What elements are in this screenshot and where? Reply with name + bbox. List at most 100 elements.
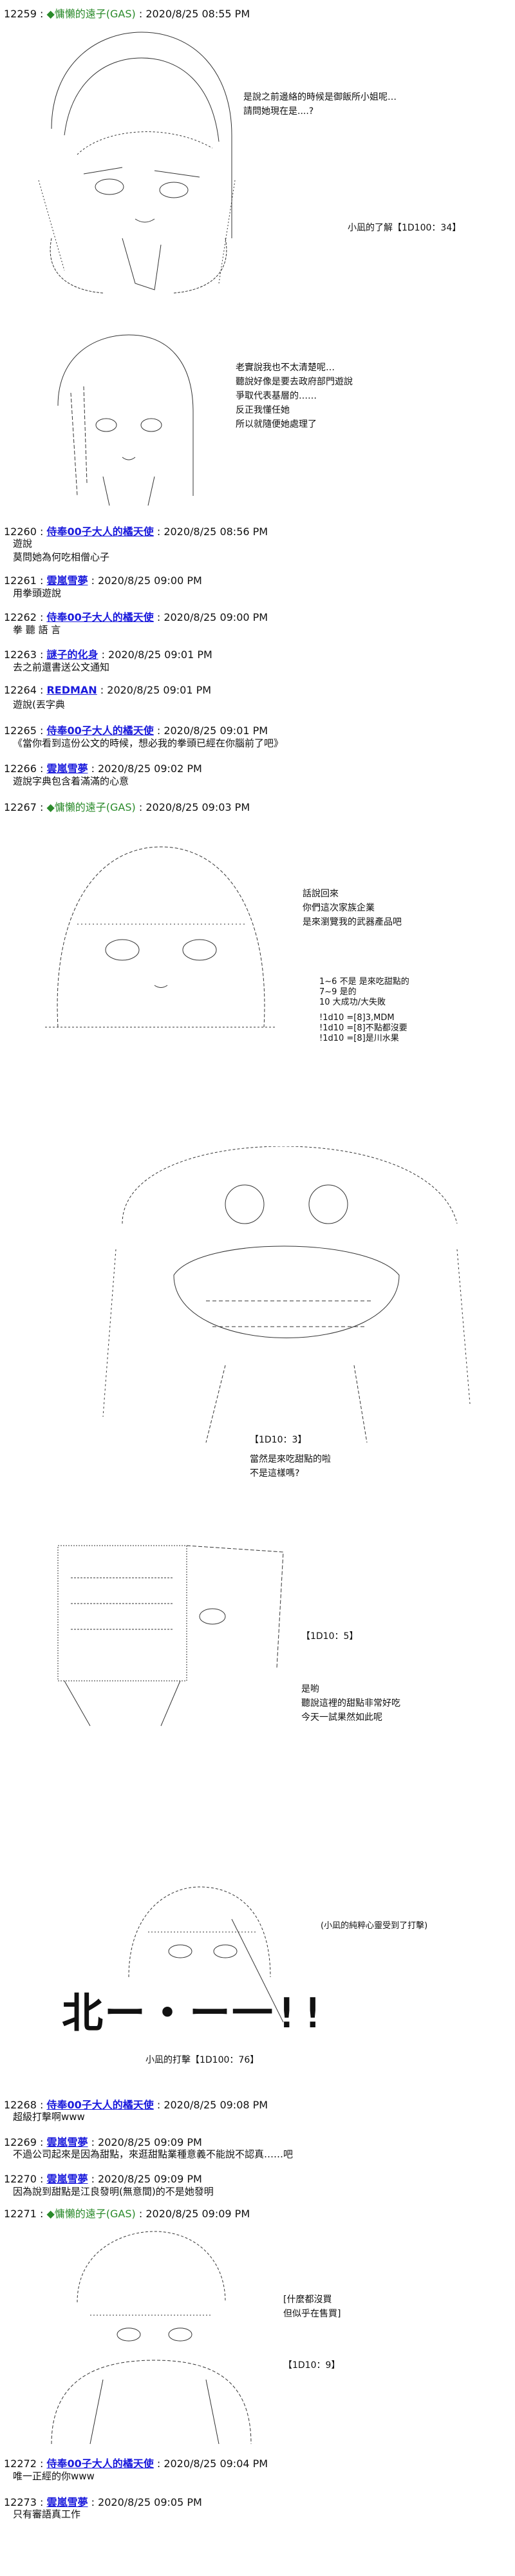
dice-options: 1~6 不是 是來吃甜點的 7~9 是的 10 大成功/大失敗 !1d10 =[… (319, 977, 409, 1044)
dialogue-block: 話說回來 你們這次家族企業 是來瀏覽我的武器產品吧 (303, 887, 402, 929)
dialogue-line: 反正我懂任她 (236, 405, 290, 415)
post-date: 2020/8/25 08:56 PM (164, 526, 268, 538)
post-text: 遊說字典包含着滿滿的心意 (13, 775, 129, 787)
dialogue-block: 【1D10：3】 當然是來吃甜點的啦 不是這樣嗎? (250, 1433, 331, 1481)
dialogue-line: 老實說我也不太清楚呢… (236, 363, 335, 373)
dice-result: 【1D10：9】 (283, 2360, 341, 2371)
dialogue-line: 爭取代表基層的…… (236, 391, 317, 401)
post-number: 12273 (4, 2496, 37, 2508)
post-header: 12266 : 雲嵐雪夢 : 2020/8/25 09:02 PM (4, 762, 202, 775)
post-header: 12261 : 雲嵐雪夢 : 2020/8/25 09:00 PM (4, 574, 202, 587)
post-header: 12263 : 謎子的化身 : 2020/8/25 09:01 PM (4, 649, 212, 661)
dialogue-line: 今天一試果然如此呢 (301, 1712, 382, 1723)
ascii-art-girl-2 (39, 328, 206, 509)
post-body: 遊說(丟字典 (13, 697, 65, 711)
post-header: 12272 : 侍奉00子大人的橘天使 : 2020/8/25 09:04 PM (4, 2458, 268, 2470)
dice-roll: !1d10 =[8]是川水果 (319, 1034, 399, 1043)
post-text: 用拳頭遊說 (13, 587, 62, 599)
dialogue-line: 話說回來 (303, 889, 339, 899)
dialogue-line: 所以就隨便她處理了 (236, 419, 317, 430)
poster-name[interactable]: 侍奉00子大人的橘天使 (46, 2458, 154, 2470)
post-header: 12273 : 雲嵐雪夢 : 2020/8/25 09:05 PM (4, 2496, 202, 2508)
post-number: 12270 (4, 2173, 37, 2185)
post-body: 去之前還書送公文通知 (13, 660, 109, 674)
ascii-art-girl-5 (109, 1880, 290, 2029)
poster-name[interactable]: 慵懶的遠子(GAS) (54, 8, 136, 20)
post-number: 12259 (4, 8, 37, 20)
post-number: 12262 (4, 611, 37, 623)
ascii-art-girl-6 (26, 2225, 264, 2450)
post-date: 2020/8/25 09:01 PM (164, 724, 268, 737)
post-text: 只有審語真工作 (13, 2508, 81, 2520)
post-text: 遊說 (13, 538, 33, 549)
post-date: 2020/8/25 09:01 PM (108, 649, 212, 661)
dice-option: 10 大成功/大失敗 (319, 998, 386, 1007)
post-number: 12260 (4, 526, 37, 538)
post-header: 12270 : 雲嵐雪夢 : 2020/8/25 09:09 PM (4, 2173, 202, 2185)
poster-name[interactable]: 慵懶的遠子(GAS) (54, 801, 136, 813)
post-text: 遊說(丟字典 (13, 699, 65, 710)
dice-roll-caption: 小凪的了解【1D100：34】 (348, 221, 461, 235)
poster-name[interactable]: 侍奉00子大人的橘天使 (46, 611, 154, 623)
post-number: 12264 (4, 684, 37, 696)
dialogue-block: [什麼都沒買 但似乎在售買] 【1D10：9】 (283, 2293, 341, 2372)
ascii-art-girl-3 (32, 834, 290, 1040)
dialogue-line: 聽說這裡的甜點非常好吃 (301, 1698, 400, 1709)
post-date: 2020/8/25 09:09 PM (98, 2136, 202, 2148)
post-body: 唯一正經的你www (13, 2469, 95, 2483)
post-number: 12272 (4, 2458, 37, 2470)
post-body: 不過公司起來是因為甜點，來逛甜點業種意義不能說不認真……吧 (13, 2147, 293, 2161)
post-header: 12271 : ◆慵懶的遠子(GAS) : 2020/8/25 09:09 PM (4, 2208, 250, 2220)
post-header: 12262 : 侍奉00子大人的橘天使 : 2020/8/25 09:00 PM (4, 611, 268, 623)
dice-roll: !1d10 =[8]3,MDM (319, 1013, 395, 1023)
dice-result: 【1D10：3】 (250, 1435, 307, 1445)
poster-name[interactable]: 侍奉00子大人的橘天使 (46, 526, 154, 538)
spacer (250, 1447, 331, 1452)
dice-result: 【1D10：5】 (301, 1631, 359, 1642)
poster-name[interactable]: 雲嵐雪夢 (46, 574, 88, 587)
dialogue-block: 是說之前邊絡的時候是御飯所小姐呢… 請問她現在是....? (243, 90, 397, 118)
post-header: 12259 : ◆慵懶的遠子(GAS) : 2020/8/25 08:55 PM (4, 8, 250, 20)
post-header: 12264 : REDMAN : 2020/8/25 09:01 PM (4, 684, 212, 696)
poster-name[interactable]: 雲嵐雪夢 (46, 2173, 88, 2185)
poster-name[interactable]: 慵懶的遠子(GAS) (54, 2208, 136, 2220)
post-body: 只有審語真工作 (13, 2507, 80, 2521)
post-date: 2020/8/25 09:09 PM (145, 2208, 250, 2220)
dice-result: 小凪的打擊【1D100：76】 (145, 2055, 259, 2065)
post-header: 12265 : 侍奉00子大人的橘天使 : 2020/8/25 09:01 PM (4, 724, 268, 737)
poster-name[interactable]: 侍奉00子大人的橘天使 (46, 2099, 154, 2111)
post-body: 用拳頭遊說 (13, 586, 61, 600)
post-date: 2020/8/25 09:02 PM (98, 762, 202, 775)
ascii-art-girl-1 (26, 26, 245, 296)
post-date: 2020/8/25 09:09 PM (98, 2173, 202, 2185)
dialogue-line: 是喲 (301, 1684, 319, 1694)
dice-roll-caption: 小凪的打擊【1D100：76】 (145, 2053, 259, 2067)
dialogue-block: 【1D10：5】 是喲 聽說這裡的甜點非常好吃 今天一試果然如此呢 (301, 1629, 400, 1725)
post-text: 唯一正經的你www (13, 2470, 95, 2482)
post-number: 12269 (4, 2136, 37, 2148)
poster-name[interactable]: REDMAN (46, 684, 97, 696)
post-text: 去之前還書送公文通知 (13, 661, 110, 673)
post-date: 2020/8/25 09:01 PM (107, 684, 212, 696)
post-header: 12267 : ◆慵懶的遠子(GAS) : 2020/8/25 09:03 PM (4, 801, 250, 813)
dialogue-line: 聽說好像是要去政府部門遊說 (236, 377, 353, 387)
post-text: 超級打擊啊www (13, 2111, 85, 2123)
poster-name[interactable]: 雲嵐雪夢 (46, 762, 88, 775)
poster-mark: ◆ (46, 8, 55, 20)
poster-name[interactable]: 雲嵐雪夢 (46, 2136, 88, 2148)
post-date: 2020/8/25 09:04 PM (164, 2458, 268, 2470)
post-number: 12266 (4, 762, 37, 775)
poster-name[interactable]: 雲嵐雪夢 (46, 2496, 88, 2508)
post-number: 12271 (4, 2208, 37, 2220)
post-date: 2020/8/25 09:05 PM (98, 2496, 202, 2508)
poster-name[interactable]: 謎子的化身 (46, 649, 98, 661)
dialogue-block: (小凪的純粹心靈受到了打擊) (321, 1919, 427, 1933)
post-text: 因為說到甜點是江良發明(無意間)的不是她發明 (13, 2186, 214, 2197)
post-body: 拳 聽 語 言 (13, 623, 61, 636)
post-header: 12268 : 侍奉00子大人的橘天使 : 2020/8/25 09:08 PM (4, 2099, 268, 2111)
poster-name[interactable]: 侍奉00子大人的橘天使 (46, 724, 154, 737)
post-body: 《當你看到這份公文的時候，想必我的拳頭已經在你腦前了吧》 (13, 736, 283, 750)
post-header: 12269 : 雲嵐雪夢 : 2020/8/25 09:09 PM (4, 2136, 202, 2148)
shout-text: 北ー・ー一!! (62, 1990, 327, 2038)
